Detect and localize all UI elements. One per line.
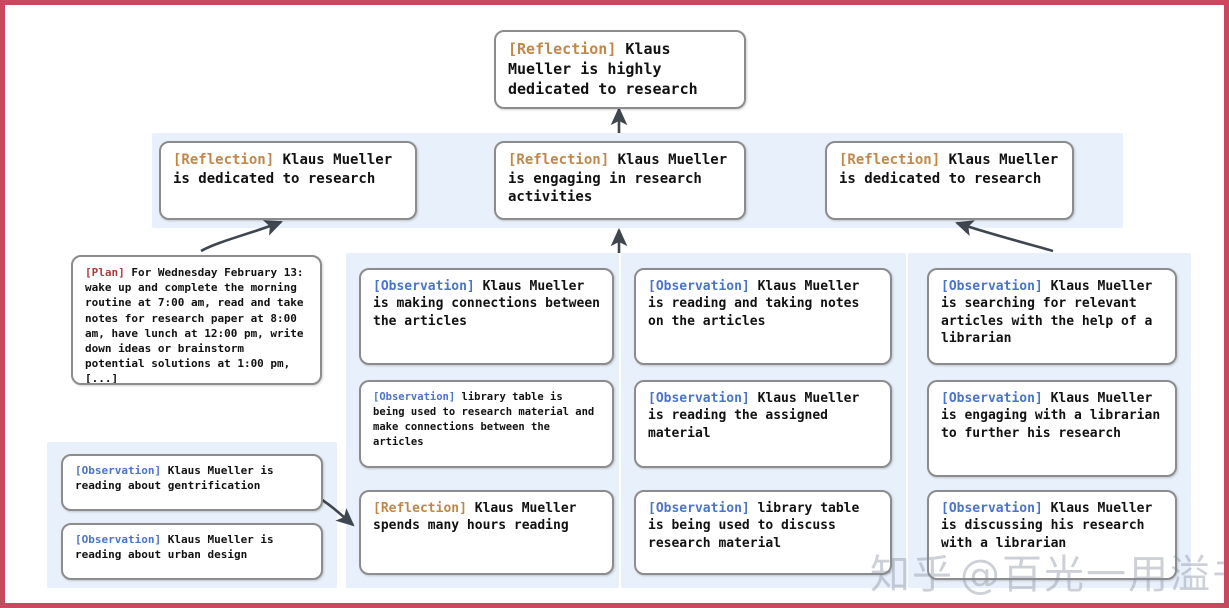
node-text: Klaus Mueller is reading and taking note… — [648, 279, 868, 329]
node-text: For Wednesday February 13: wake up and c… — [85, 266, 311, 385]
node-tag: [Reflection] — [508, 152, 610, 168]
node-column-c-2[interactable]: [Observation] Klaus Mueller is engaging … — [927, 380, 1177, 477]
node-tag: [Observation] — [75, 464, 162, 477]
node-left-observation-2[interactable]: [Observation] Klaus Mueller is reading a… — [61, 523, 323, 580]
node-reflection-left[interactable]: [Reflection] Klaus Mueller is dedicated … — [159, 141, 417, 220]
node-plan[interactable]: [Plan] For Wednesday February 13: wake u… — [71, 255, 322, 385]
node-top-reflection[interactable]: [Reflection] Klaus Mueller is highly ded… — [494, 30, 746, 109]
node-tag: [Observation] — [648, 391, 750, 406]
node-column-c-1[interactable]: [Observation] Klaus Mueller is searching… — [927, 268, 1177, 365]
node-text: Klaus Mueller is reading about gentrific… — [75, 464, 281, 492]
node-tag: [Observation] — [373, 391, 456, 403]
node-tag: [Observation] — [648, 501, 750, 516]
node-text: Klaus Mueller is reading about urban des… — [75, 533, 281, 561]
node-tag: [Observation] — [941, 279, 1043, 294]
node-text: Klaus Mueller is discussing his research… — [941, 501, 1161, 551]
node-column-a-2[interactable]: [Observation] library table is being use… — [359, 380, 614, 468]
node-text: Klaus Mueller is engaging in research ac… — [508, 152, 736, 206]
node-text: Klaus Mueller is dedicated to research — [839, 152, 1067, 187]
node-tag: [Plan] — [85, 266, 125, 279]
node-column-b-1[interactable]: [Observation] Klaus Mueller is reading a… — [634, 268, 892, 365]
node-text: Klaus Mueller is making connections betw… — [373, 279, 608, 329]
node-tag: [Observation] — [941, 501, 1043, 516]
node-tag: [Reflection] — [173, 152, 275, 168]
node-column-b-2[interactable]: [Observation] Klaus Mueller is reading t… — [634, 380, 892, 468]
node-text: Klaus Mueller is engaging with a librari… — [941, 391, 1168, 441]
node-column-a-1[interactable]: [Observation] Klaus Mueller is making co… — [359, 268, 614, 365]
node-text: library table is being used to discuss r… — [648, 501, 868, 551]
node-text: Klaus Mueller is searching for relevant … — [941, 279, 1161, 346]
node-tag: [Reflection] — [373, 501, 467, 516]
node-text: Klaus Mueller is highly dedicated to res… — [508, 40, 698, 98]
node-column-b-3[interactable]: [Observation] library table is being use… — [634, 490, 892, 575]
node-text: library table is being used to research … — [373, 391, 601, 448]
node-tag: [Reflection] — [508, 40, 617, 58]
node-text: Klaus Mueller spends many hours reading — [373, 501, 585, 534]
node-reflection-right[interactable]: [Reflection] Klaus Mueller is dedicated … — [825, 141, 1074, 220]
node-tag: [Reflection] — [839, 152, 941, 168]
node-text: Klaus Mueller is dedicated to research — [173, 152, 401, 187]
node-tag: [Observation] — [75, 533, 162, 546]
node-tag: [Observation] — [373, 279, 475, 294]
node-column-c-3[interactable]: [Observation] Klaus Mueller is discussin… — [927, 490, 1177, 580]
node-column-a-3[interactable]: [Reflection] Klaus Mueller spends many h… — [359, 490, 614, 575]
node-left-observation-1[interactable]: [Observation] Klaus Mueller is reading a… — [61, 454, 323, 511]
node-tag: [Observation] — [648, 279, 750, 294]
node-tag: [Observation] — [941, 391, 1043, 406]
node-text: Klaus Mueller is reading the assigned ma… — [648, 391, 868, 441]
node-reflection-middle[interactable]: [Reflection] Klaus Mueller is engaging i… — [494, 141, 746, 220]
